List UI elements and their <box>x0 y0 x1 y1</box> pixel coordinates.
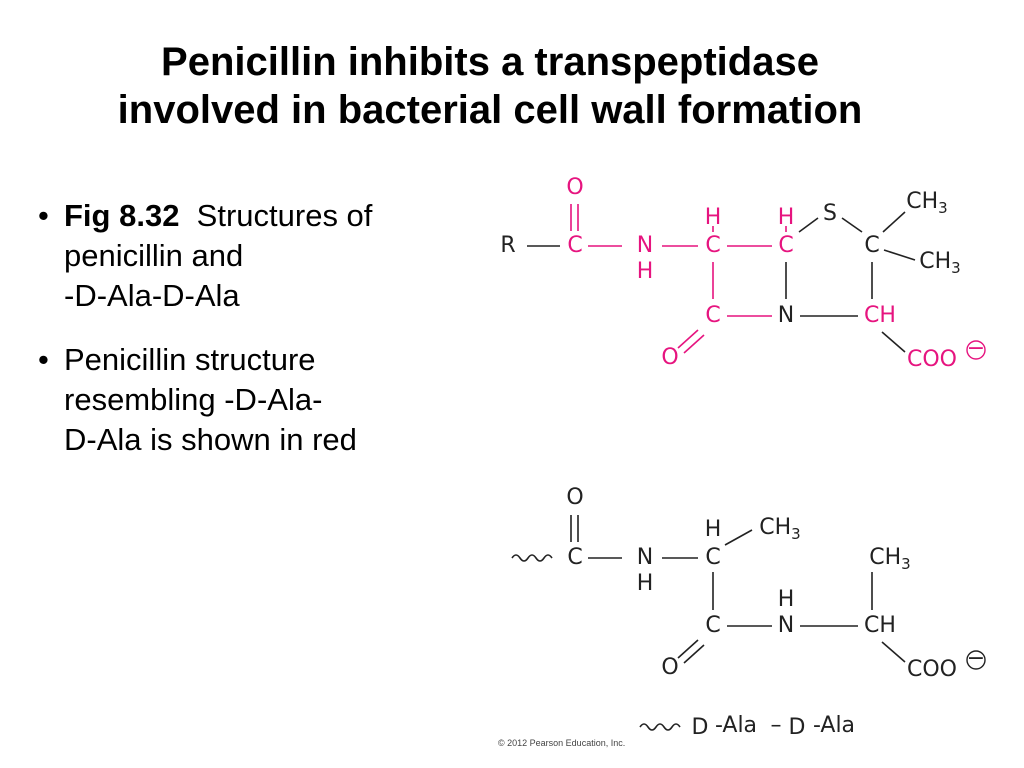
ch-carbon: CH <box>864 303 896 328</box>
ch-carbon: CH <box>864 613 896 638</box>
quaternary-carbon: C <box>864 233 879 258</box>
carbonyl-oxygen: O <box>566 485 583 510</box>
bullet-line: D-Ala is shown in red <box>64 422 357 457</box>
methyl-ch: CH <box>759 515 791 540</box>
figure-reference: Fig 8.32 <box>64 198 180 233</box>
alpha-carbon: C <box>705 545 720 570</box>
d-prefix-1: D <box>692 715 709 740</box>
r-group-label: R <box>500 233 515 258</box>
carbonyl-carbon: C <box>567 233 582 258</box>
carboxylate-group: COO <box>907 657 957 682</box>
carboxylate-group: COO <box>907 347 957 372</box>
wavy-bond-icon <box>639 723 681 731</box>
methyl-group-right: CH3 <box>869 545 910 573</box>
methyl-group-top: CH3 <box>906 189 947 217</box>
amide-hydrogen: H <box>637 259 654 284</box>
lactam-oxygen: O <box>661 345 678 370</box>
d-prefix-2: D <box>789 715 806 740</box>
ring-carbon: C <box>778 233 793 258</box>
ring-hydrogen: H <box>778 205 795 230</box>
ala-label-2: -Ala <box>813 713 855 738</box>
subscript-3: 3 <box>901 555 911 573</box>
bullet-line: resembling -D-Ala- <box>64 382 323 417</box>
linker-dash: – <box>771 713 782 738</box>
bullet-item-red: Penicillin structure resembling -D-Ala- … <box>36 340 476 460</box>
bullet-line: Fig 8.32 Structures of <box>64 196 476 236</box>
charge-sign: − <box>967 646 985 671</box>
subscript-3: 3 <box>938 199 948 217</box>
lactam-carbon: C <box>705 303 720 328</box>
bullet-text: Structures of <box>196 198 373 233</box>
peptide-nitrogen: N <box>778 613 794 638</box>
sulfur-atom: S <box>823 201 837 226</box>
slide-title: Penicillin inhibits a transpeptidase inv… <box>0 38 980 134</box>
methyl-ch: CH <box>906 189 938 214</box>
subscript-3: 3 <box>951 259 961 277</box>
amide-hydrogen: H <box>637 571 654 596</box>
methyl-ch: CH <box>869 545 901 570</box>
title-line-1: Penicillin inhibits a transpeptidase <box>161 40 819 84</box>
wavy-bond-icon <box>511 554 553 562</box>
carbonyl-carbon: C <box>567 545 582 570</box>
methyl-ch: CH <box>919 249 951 274</box>
bullet-line: penicillin and <box>64 238 244 273</box>
amide-nitrogen: N <box>637 545 653 570</box>
title-line-2: involved in bacterial cell wall formatio… <box>117 88 863 132</box>
methyl-group-left: CH3 <box>759 515 800 543</box>
negative-charge-icon <box>966 650 986 670</box>
carbonyl-oxygen: O <box>566 175 583 200</box>
ala-label-1: -Ala <box>715 713 757 738</box>
copyright-notice: © 2012 Pearson Education, Inc. <box>498 738 626 748</box>
charge-sign: − <box>967 336 985 361</box>
peptide-hydrogen: H <box>778 587 795 612</box>
penicillin-structure: R C O N H C H C H S C CH3 CH3 C O N CH C… <box>500 175 986 372</box>
methyl-group-right: CH3 <box>919 249 960 277</box>
d-ala-d-ala-structure: C O N H C H CH3 CH3 C O N H CH COO − <box>511 485 986 682</box>
bullet-item-figure: Fig 8.32 Structures of penicillin and -D… <box>36 196 476 316</box>
bullet-line: Penicillin structure <box>64 342 316 377</box>
bullet-list: Fig 8.32 Structures of penicillin and -D… <box>36 196 476 484</box>
shorthand-label: D -Ala – D -Ala <box>639 713 855 740</box>
alpha-carbon: C <box>705 233 720 258</box>
alpha-hydrogen: H <box>705 517 722 542</box>
ring-nitrogen: N <box>778 303 794 328</box>
negative-charge-icon <box>966 340 986 360</box>
peptide-carbon: C <box>705 613 720 638</box>
bullet-line: -D-Ala-D-Ala <box>64 278 240 313</box>
alpha-hydrogen: H <box>705 205 722 230</box>
amide-nitrogen: N <box>637 233 653 258</box>
subscript-3: 3 <box>791 525 801 543</box>
peptide-oxygen: O <box>661 655 678 680</box>
